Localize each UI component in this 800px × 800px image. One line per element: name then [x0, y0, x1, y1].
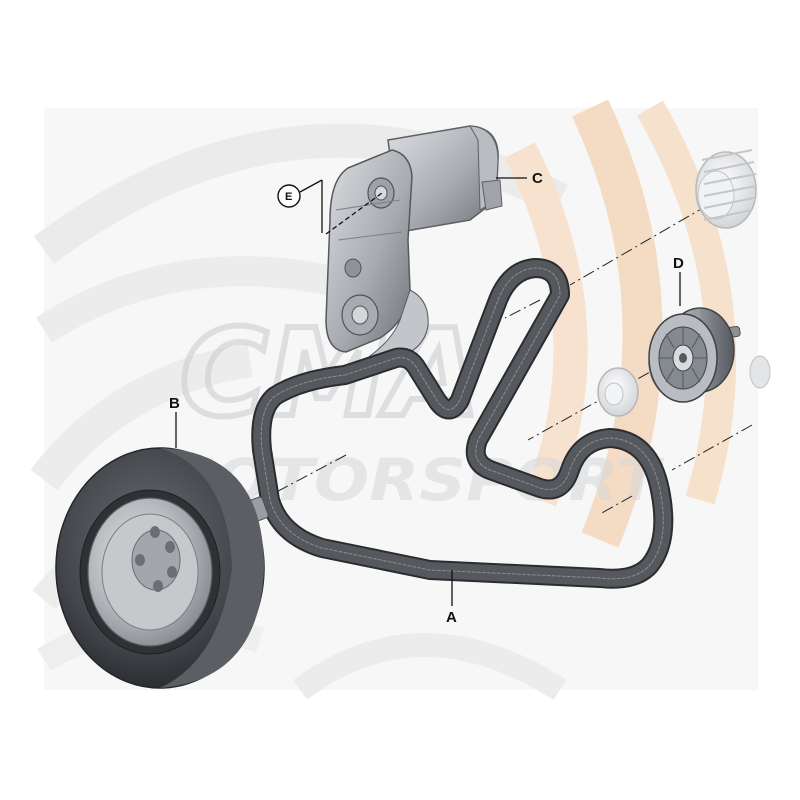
- crankshaft-damper: [55, 447, 269, 689]
- callout-a: A: [446, 609, 457, 626]
- belt-tensioner: [325, 125, 503, 359]
- ghost-pulley-upper: [695, 149, 757, 229]
- callout-e-marker: E: [277, 184, 301, 208]
- callout-c: C: [532, 170, 543, 187]
- idler-pulley: [648, 307, 741, 403]
- watermark-swooshes: [30, 99, 737, 701]
- callout-b: B: [169, 395, 180, 412]
- callout-e: E: [285, 191, 292, 203]
- leader-lines: [175, 177, 681, 606]
- callout-d: D: [673, 255, 684, 272]
- ribbed-belt: [251, 258, 674, 589]
- ghost-pulley-right: [749, 355, 771, 389]
- ghost-washer: [597, 367, 639, 417]
